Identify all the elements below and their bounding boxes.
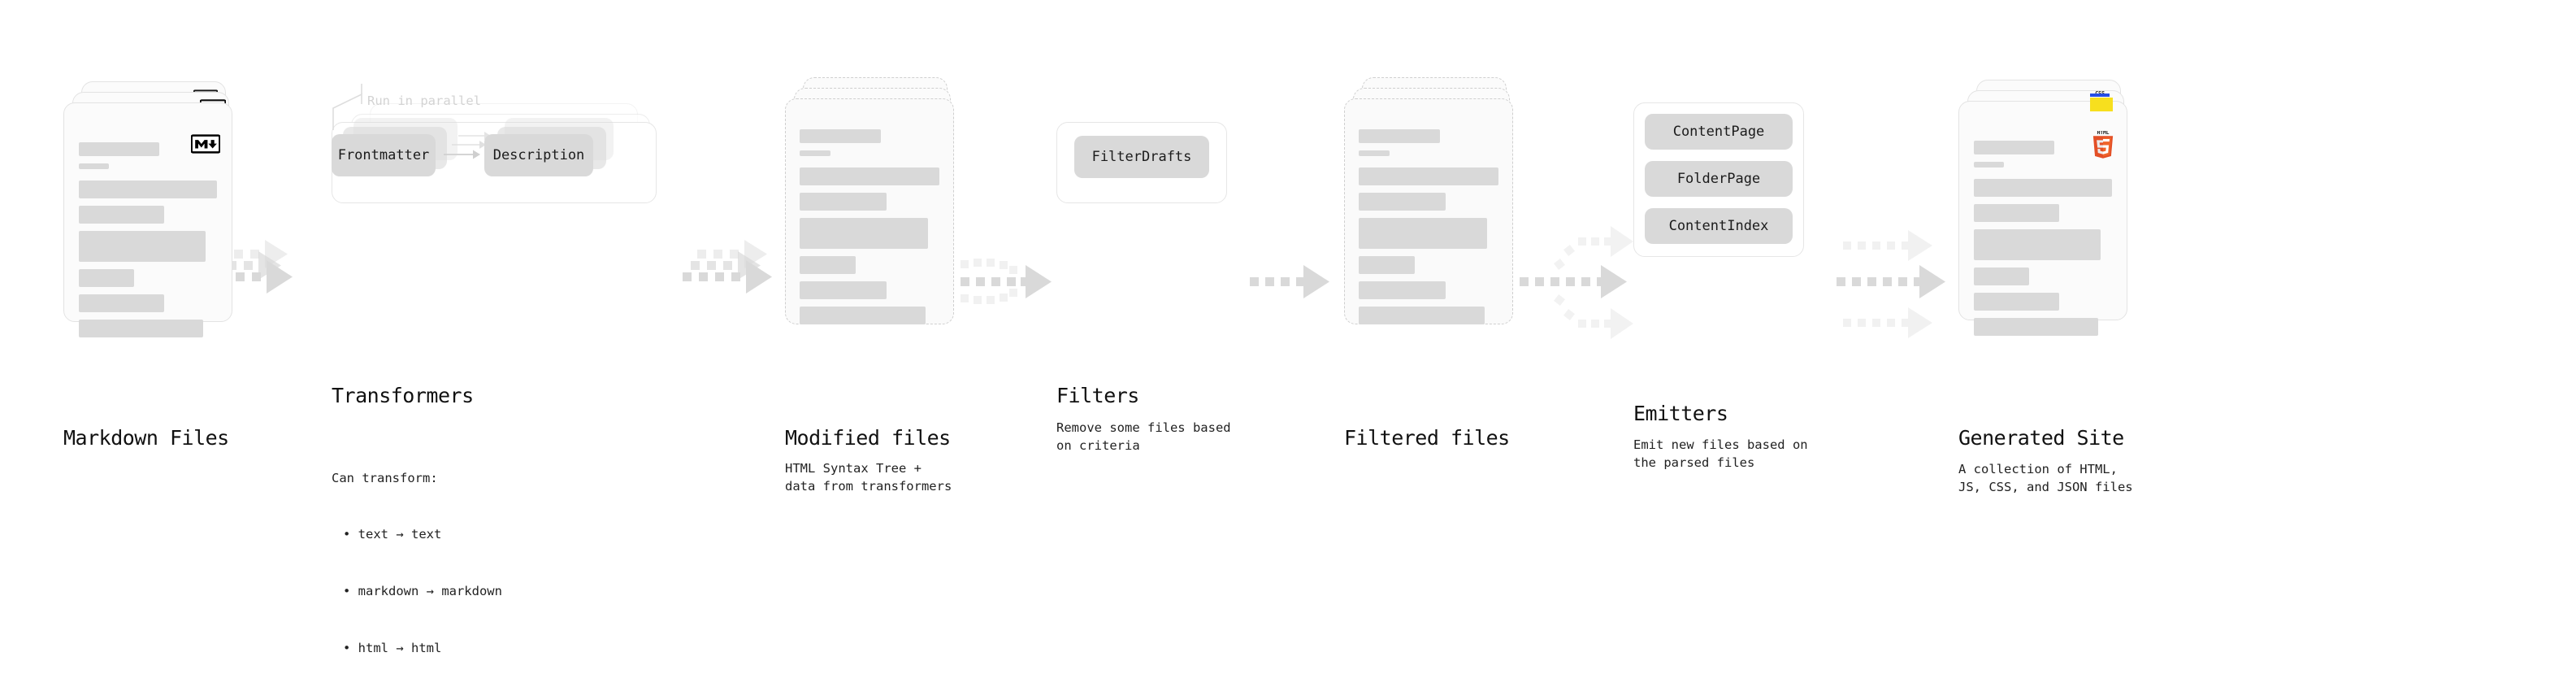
skeleton-bar [1359,167,1498,185]
pipeline-diagram: Markdown Files [0,0,2170,681]
stage-title-transformers: Transformers [332,384,474,407]
skeleton-bar [79,206,165,224]
doc-skeleton [1359,129,1498,332]
arrow-parallel-triple [203,240,293,294]
capability-item: • text → text [343,527,442,542]
skeleton-bar [1974,141,2054,154]
skeleton-bar [1359,307,1485,324]
stage-transformers: Run in parallel Frontmatter [276,0,683,681]
transformer-node-label: Description [492,147,585,163]
run-in-parallel-label: Run in parallel [367,94,481,108]
arrow-single [1250,265,1329,298]
connector-modified-to-filters [959,0,1056,681]
skeleton-bar [800,256,856,274]
arrow-diverge [1520,226,1633,339]
capability-item: • html → html [343,640,442,655]
capability-item: • markdown → markdown [343,584,502,598]
emitter-node-contentpage[interactable]: ContentPage [1645,114,1793,150]
skeleton-bar [79,294,165,312]
stage-desc-emitters: Emit new files based on the parsed files [1633,437,1808,471]
skeleton-bar [1974,318,2098,336]
connector-emitters-to-site [1837,0,1958,681]
stage-filtered-files: Filtered files [1333,0,1520,681]
transformer-node-frontmatter[interactable]: Frontmatter [332,134,436,176]
skeleton-bar [79,181,217,198]
stage-title-filters: Filters [1056,384,1139,407]
filter-node-label: FilterDrafts [1091,149,1192,165]
doc-skeleton [79,142,217,345]
stage-markdown-files: Markdown Files [0,0,232,681]
stage-modified-files: Modified files HTML Syntax Tree + data f… [756,0,959,681]
transformers-capability-list: Can transform: • text → text • markdown … [332,431,502,696]
js-icon [2090,98,2113,111]
css-underline [2090,94,2110,97]
stage-title-generated-site: Generated Site [1958,426,2124,450]
emitter-node-folderpage[interactable]: FolderPage [1645,161,1793,197]
skeleton-bar [1359,129,1440,143]
skeleton-bar [800,167,939,185]
skeleton-bar [79,269,134,287]
skeleton-bar [1974,162,2005,167]
stage-title-filtered-files: Filtered files [1344,426,1510,450]
skeleton-bar [1974,204,2060,222]
emitter-node-label: FolderPage [1676,171,1761,187]
stage-emitters: ContentPage FolderPage ContentIndex Emit… [1633,0,1837,681]
skeleton-bar [79,231,206,262]
emitter-node-label: ContentPage [1672,124,1765,140]
skeleton-bar [79,142,159,156]
skeleton-bar [1974,268,2029,285]
doc-sheet-front [63,102,232,337]
skeleton-bar [800,281,887,299]
html5-wordmark: HTML [2097,131,2109,136]
emitter-node-label: ContentIndex [1668,218,1769,234]
doc-sheet-front: HTML [1958,101,2127,336]
doc-skeleton [800,129,939,332]
stage-desc-filters: Remove some files based on criteria [1056,420,1231,454]
skeleton-bar [1359,193,1446,211]
skeleton-bar [800,307,926,324]
skeleton-bar [79,320,203,337]
transformer-node-description[interactable]: Description [484,134,593,176]
skeleton-bar [1359,218,1488,249]
connector-filters-to-filtered [1243,0,1333,681]
skeleton-bar [800,150,830,156]
doc-skeleton [1974,141,2112,343]
stage-filters: FilterDrafts Filters Remove some files b… [1056,0,1243,681]
skeleton-bar [800,129,881,143]
stage-desc-generated-site: A collection of HTML, JS, CSS, and JSON … [1958,462,2133,495]
connector-md-to-transformers [203,0,293,681]
skeleton-bar [1359,150,1390,156]
doc-sheet-front [1344,98,1513,324]
stage-title-modified-files: Modified files [785,426,951,450]
markdown-icon [190,134,221,154]
arrow-converge [961,259,1052,304]
emitter-node-contentindex[interactable]: ContentIndex [1645,208,1793,244]
html5-icon: HTML [2089,130,2117,162]
stage-title-markdown-files: Markdown Files [63,426,229,450]
arrow-parallel-triple [1837,230,1945,338]
capability-header: Can transform: [332,470,438,485]
skeleton-bar [800,218,929,249]
skeleton-bar [1974,179,2112,197]
stage-title-emitters: Emitters [1633,402,1728,425]
skeleton-bar [1974,229,2101,260]
skeleton-bar [1359,281,1446,299]
connector-transformers-to-modified [683,0,772,681]
skeleton-bar [1974,293,2060,311]
run-in-parallel-bracket [332,84,362,130]
css-icon: CSS [2090,85,2110,97]
stage-desc-modified-files: HTML Syntax Tree + data from transformer… [785,461,952,494]
arrow-parallel-triple [683,240,772,294]
stage-generated-site: CSS HTML [1958,0,2170,681]
skeleton-bar [79,163,110,169]
skeleton-bar [1359,256,1415,274]
transformer-node-label: Frontmatter [337,147,430,163]
transformer-inner-arrows [444,132,491,159]
doc-sheet-front [785,98,954,324]
filter-node-filterdrafts[interactable]: FilterDrafts [1074,136,1209,178]
connector-filtered-to-emitters [1520,0,1633,681]
skeleton-bar [800,193,887,211]
